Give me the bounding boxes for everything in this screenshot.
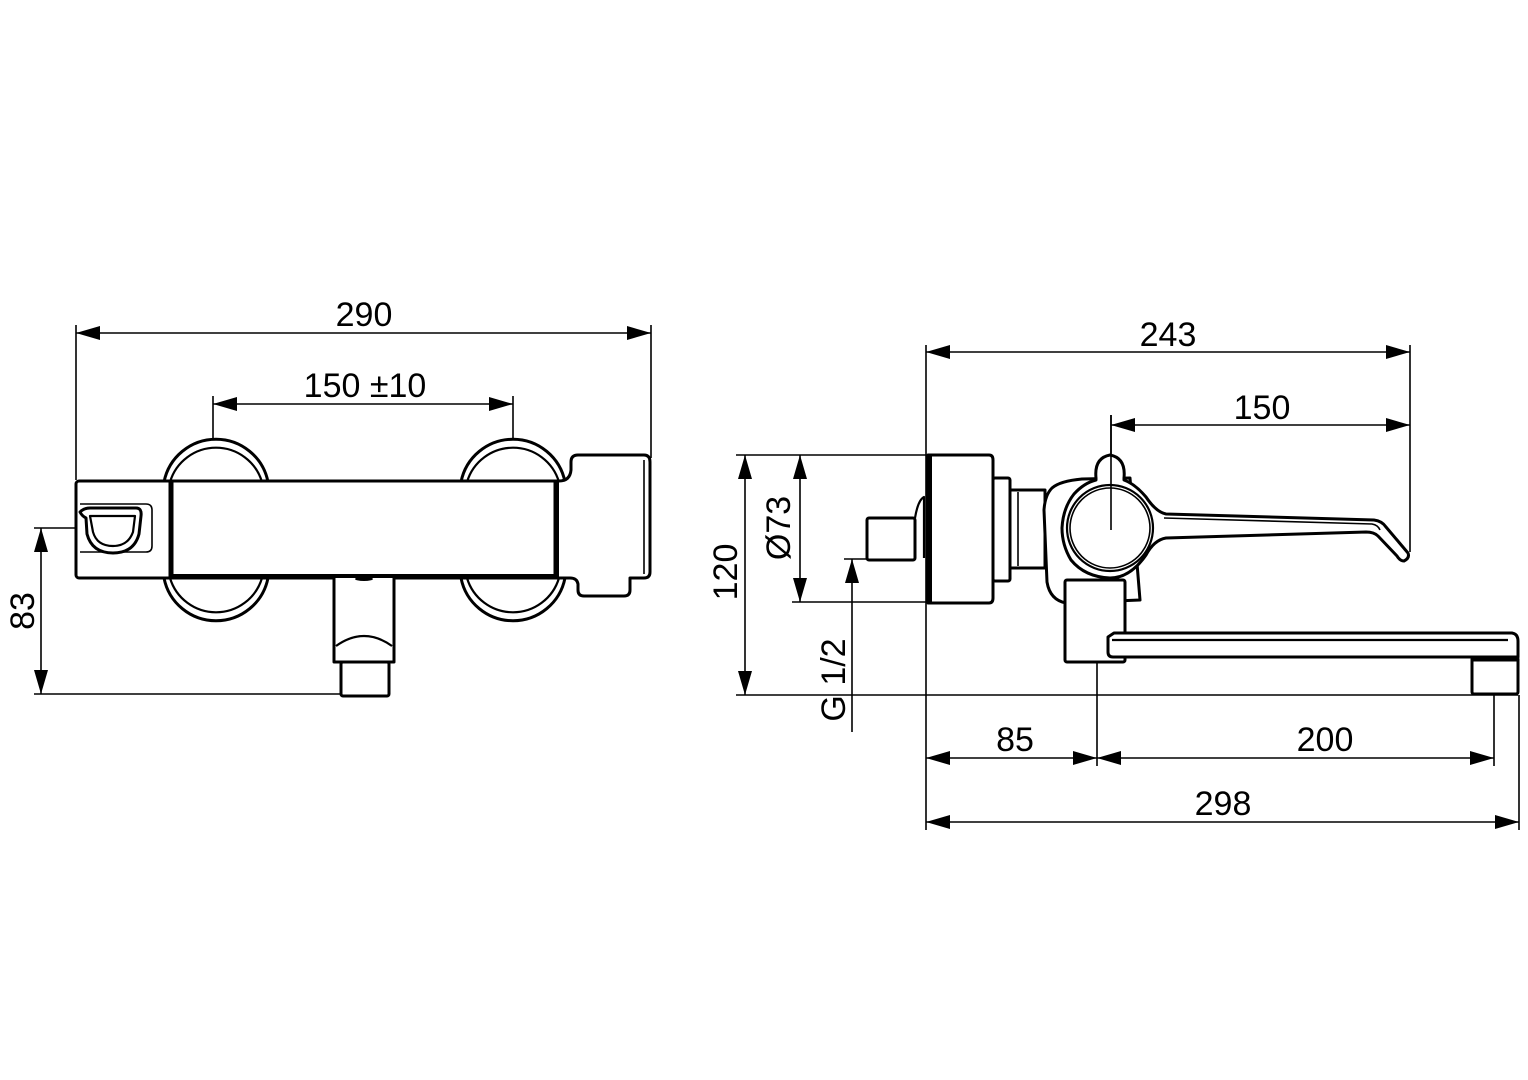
dim-label-diameter-73: Ø73 [760, 496, 798, 560]
dim-label-243: 243 [1140, 316, 1197, 354]
dimension-wall-to-spout: 85 200 [926, 660, 1495, 766]
dim-label-150-tol: 150 ±10 [304, 367, 427, 405]
dimension-overall-height: 120 [707, 454, 1518, 696]
dimension-rosette-diameter: Ø73 [760, 455, 926, 603]
front-view: 290 150 ±10 83 [4, 296, 652, 698]
dimension-overall-depth: 298 [926, 695, 1520, 830]
lever-handle [1060, 415, 1410, 580]
dim-label-83: 83 [4, 592, 42, 630]
dim-label-290: 290 [336, 296, 393, 334]
dim-label-85: 85 [996, 721, 1034, 759]
left-end-cap [74, 479, 174, 580]
dim-label-298: 298 [1195, 785, 1252, 823]
right-end-cap [558, 453, 652, 598]
dimension-overall-width: 290 [75, 296, 652, 480]
dimension-height-to-outlet: 83 [4, 527, 340, 695]
dimension-connection-spacing: 150 ±10 [212, 367, 514, 455]
mixer-body [168, 479, 561, 580]
side-view: 243 150 120 Ø73 [707, 316, 1520, 830]
dim-label-200: 200 [1297, 721, 1354, 759]
dim-label-120: 120 [707, 544, 745, 601]
side-connector-nut [991, 476, 1047, 583]
dimension-thread: G 1/2 [815, 558, 870, 732]
eccentric-connector [865, 495, 926, 562]
dim-label-thread: G 1/2 [815, 638, 853, 721]
left-rosette [162, 437, 270, 623]
front-outlet [332, 577, 396, 698]
right-rosette [459, 437, 567, 623]
dim-label-150: 150 [1234, 389, 1291, 427]
side-rosette [926, 453, 995, 605]
swivel-spout [1106, 631, 1520, 696]
dimension-depth-to-lever: 243 [926, 316, 1411, 552]
